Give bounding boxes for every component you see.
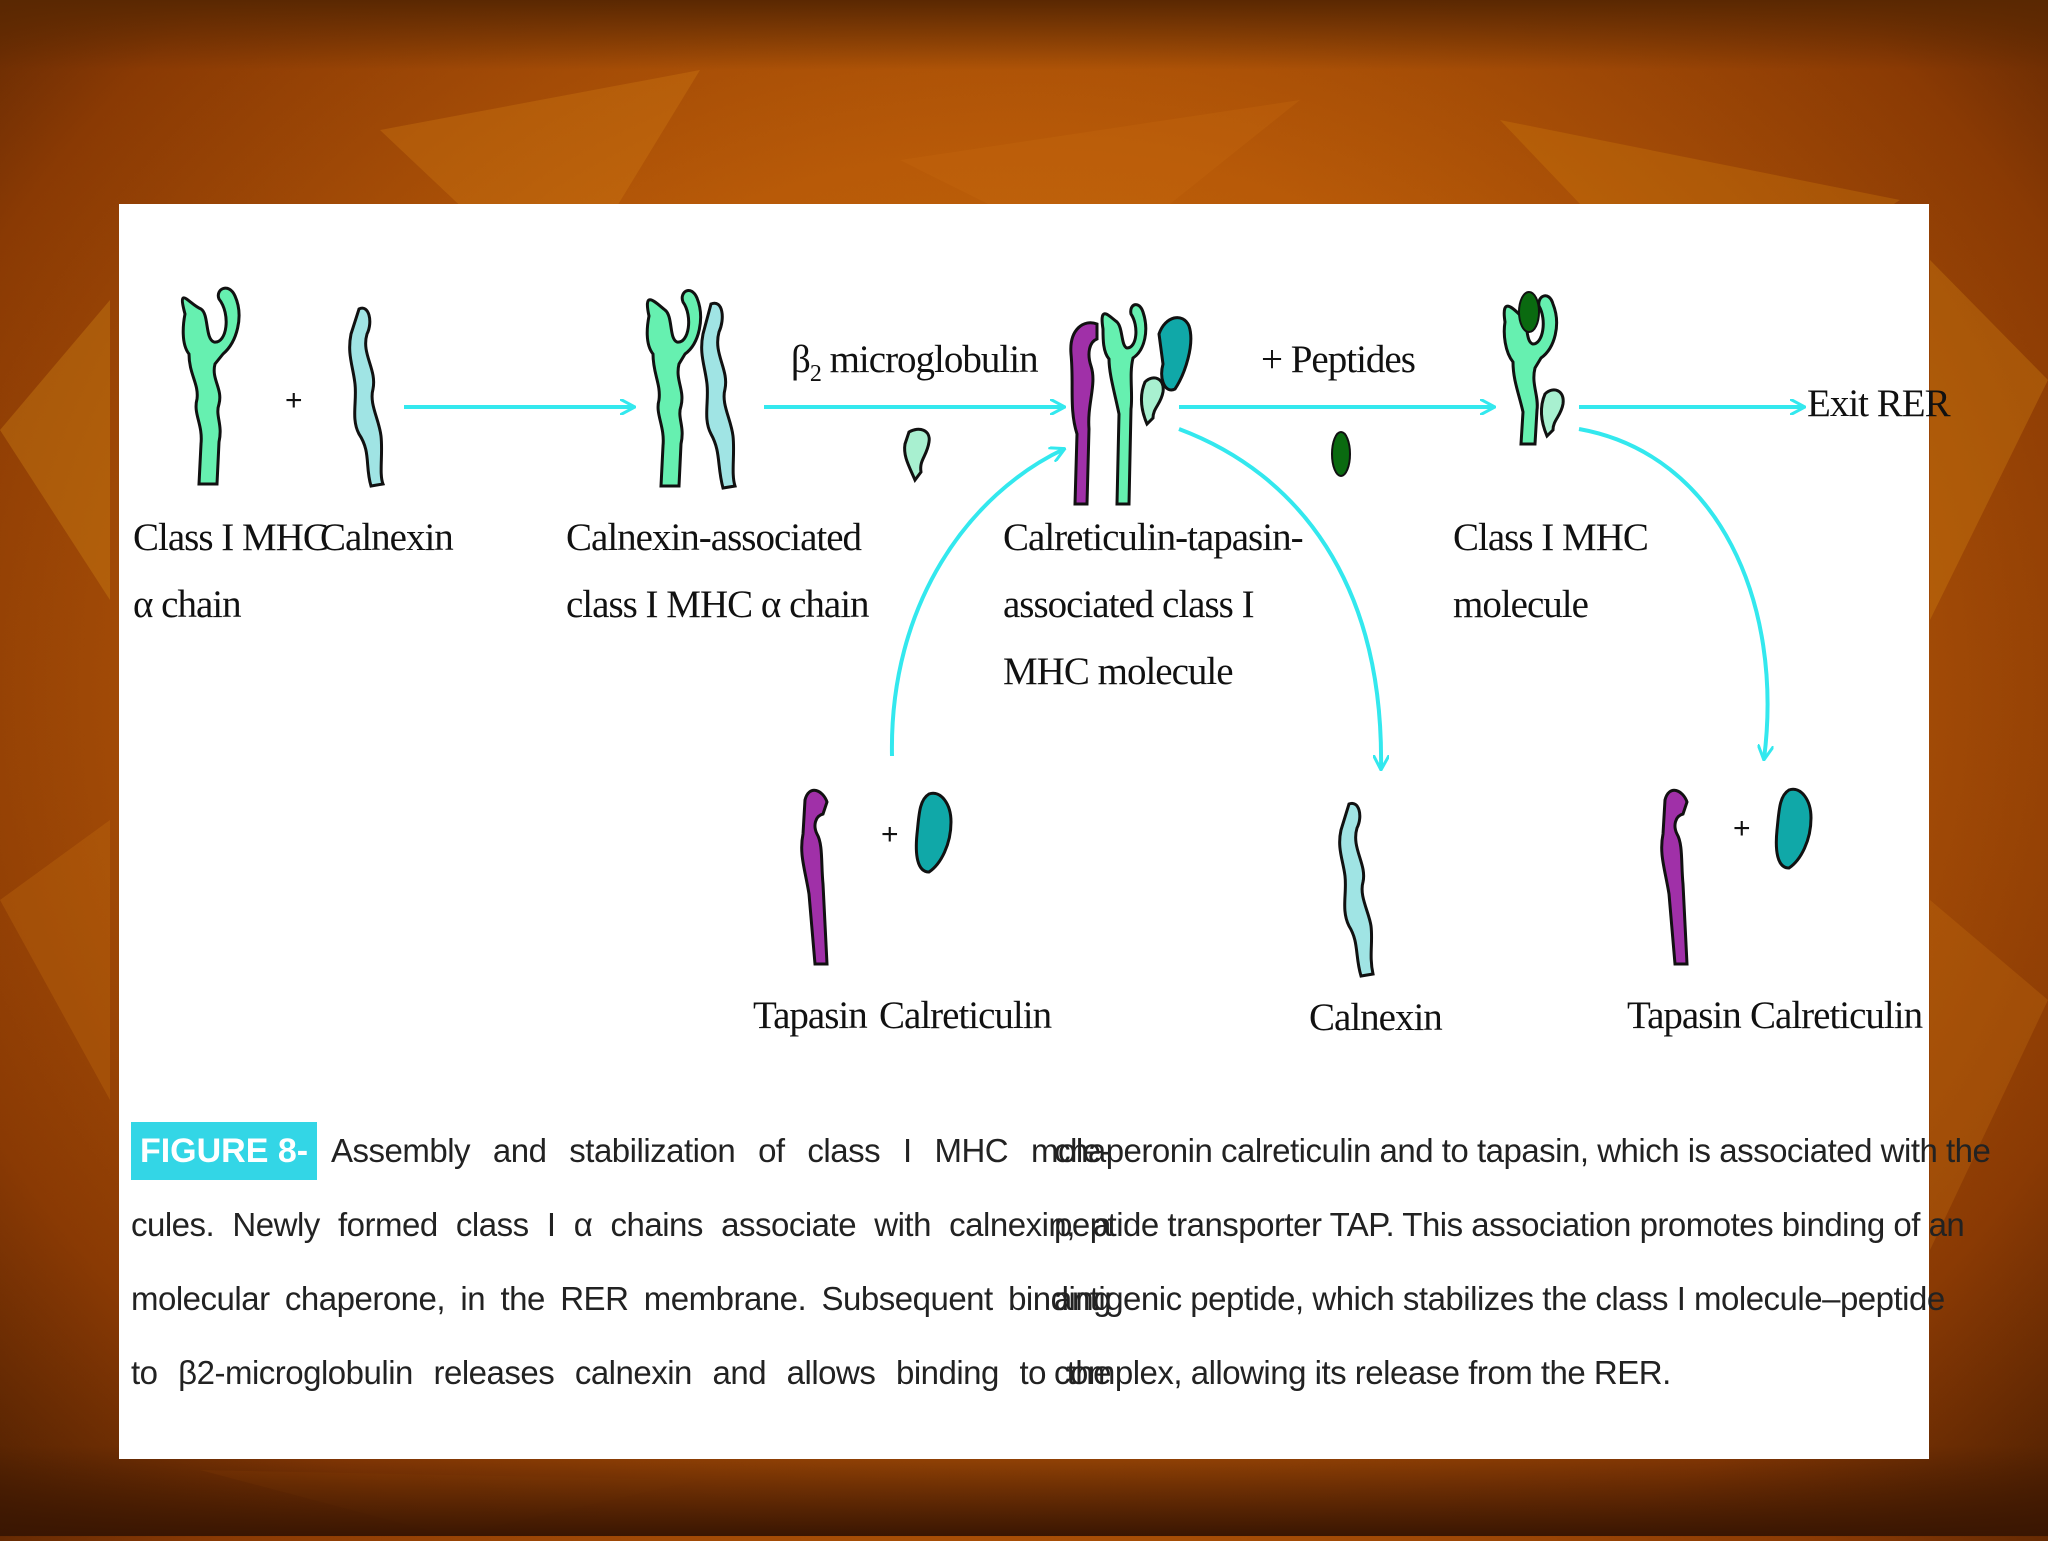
label-calret-tap-line1: Calreticulin-tapasin- xyxy=(1003,504,1303,571)
caption-right-line4: complex, allowing its release from the R… xyxy=(1054,1336,1904,1410)
caption-right-line3: antigenic peptide, which stabilizes the … xyxy=(1054,1262,1904,1336)
label-calnexin-2: Calnexin xyxy=(1309,984,1442,1051)
label-peptides: + Peptides xyxy=(1261,326,1415,393)
caption-left-line3: molecular chaperone, in the RER membrane… xyxy=(131,1262,1111,1336)
label-calreticulin-1: Calreticulin xyxy=(879,982,1051,1049)
label-tapasin-2: Tapasin xyxy=(1627,982,1741,1049)
calreticulin-icon-1 xyxy=(916,793,951,872)
b2-beta-symbol: β xyxy=(791,338,810,381)
mhc-alpha-chain-icon xyxy=(182,288,239,484)
label-calret-tap-line3: MHC molecule xyxy=(1003,638,1303,705)
label-calnexin-associated: Calnexin-associated class I MHC α chain xyxy=(566,504,869,638)
label-class1-line2: molecule xyxy=(1453,571,1648,638)
label-tapasin-1: Tapasin xyxy=(753,982,867,1049)
calreticulin-icon-2 xyxy=(1776,789,1811,868)
plus-sign-5: + xyxy=(1733,812,1751,846)
caption-left: cules. Newly formed class I α chains ass… xyxy=(131,1188,1111,1410)
plus-sign-1: + xyxy=(285,384,303,418)
b2-text: microglobulin xyxy=(821,338,1038,381)
label-exit-rer: Exit RER xyxy=(1807,370,1950,437)
bottom-shadow-band xyxy=(0,1446,2048,1536)
label-calnexin-assoc-line1: Calnexin-associated xyxy=(566,504,869,571)
label-class1-molecule: Class I MHC molecule xyxy=(1453,504,1648,638)
top-shadow-band xyxy=(0,0,2048,70)
calnexin-icon xyxy=(350,308,383,486)
label-b2-microglobulin: β2 microglobulin xyxy=(791,326,1038,408)
caption-left-line1: Assembly and stabilization of class I MH… xyxy=(331,1114,1111,1188)
b2-subscript: 2 xyxy=(810,361,821,387)
peptide-icon xyxy=(1332,432,1350,476)
label-alpha-chain-line2: α chain xyxy=(133,571,328,638)
caption-left-line4: to β2-microglobulin releases calnexin an… xyxy=(131,1336,1111,1410)
label-calreticulin-2: Calreticulin xyxy=(1750,982,1922,1049)
calreticulin-tapasin-complex-icon xyxy=(1071,305,1191,504)
mhc-class1-molecule-icon xyxy=(1504,292,1563,444)
label-class1-line1: Class I MHC xyxy=(1453,504,1648,571)
label-calreticulin-tapasin: Calreticulin-tapasin- associated class I… xyxy=(1003,504,1303,705)
caption-right-line2: peptide transporter TAP. This associatio… xyxy=(1054,1188,1904,1262)
label-alpha-chain-line1: Class I MHC xyxy=(133,504,328,571)
tapasin-icon-1 xyxy=(802,790,827,964)
label-alpha-chain: Class I MHC α chain xyxy=(133,504,328,638)
plus-sign-4: + xyxy=(881,818,899,851)
caption-left-line2: cules. Newly formed class I α chains ass… xyxy=(131,1188,1111,1262)
figure-panel: + + + Class I MHC α chain Calnexin Calne… xyxy=(119,204,1929,1459)
caption-left-first: Assembly and stabilization of class I MH… xyxy=(331,1114,1111,1188)
tapasin-icon-2 xyxy=(1662,790,1687,964)
calnexin-icon-2 xyxy=(1340,803,1373,976)
b2-microglobulin-icon xyxy=(905,429,930,480)
caption-right: chaperonin calreticulin and to tapasin, … xyxy=(1054,1114,1904,1410)
label-calnexin-assoc-line2: class I MHC α chain xyxy=(566,571,869,638)
label-calnexin: Calnexin xyxy=(320,504,453,571)
figure-tag: FIGURE 8-7 xyxy=(131,1122,317,1180)
caption-right-line1: chaperonin calreticulin and to tapasin, … xyxy=(1054,1114,1904,1188)
label-calret-tap-line2: associated class I xyxy=(1003,571,1303,638)
calnexin-mhc-complex-icon xyxy=(647,290,735,488)
